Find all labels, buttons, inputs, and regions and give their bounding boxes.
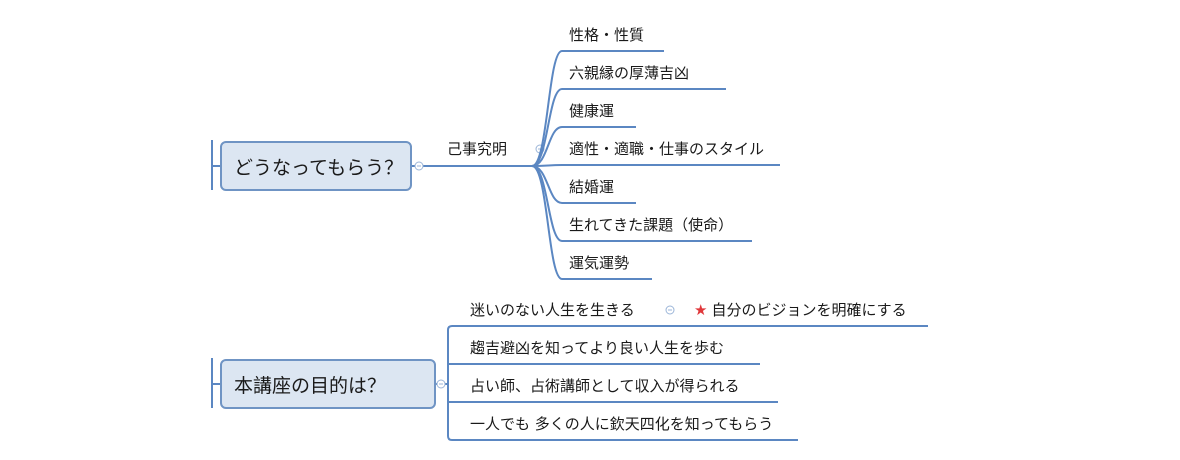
- topic-label: 結婚運: [569, 178, 615, 196]
- root-node-1-label: どうなってもらう？: [234, 156, 404, 179]
- root-node-2-label: 本講座の目的は？: [234, 374, 387, 397]
- topic-item[interactable]: 迷いのない人生を生きる: [470, 301, 635, 319]
- topic-label: 六親縁の厚薄吉凶: [569, 64, 690, 82]
- topic-label: 健康運: [569, 102, 615, 120]
- topic-label: 占い師、占術講師として収入が得られる: [470, 377, 740, 395]
- root-node-1[interactable]: どうなってもらう？: [220, 141, 412, 191]
- topic-item[interactable]: 占い師、占術講師として収入が得られる: [470, 377, 740, 395]
- topic-label: 適性・適職・仕事のスタイル: [569, 140, 765, 158]
- branch-node-jiji-kyumei[interactable]: 己事究明: [447, 140, 507, 158]
- topic-label: 一人でも 多くの人に欽天四化を知ってもらう: [470, 415, 774, 433]
- topic-item[interactable]: 結婚運: [569, 178, 614, 196]
- topic-item[interactable]: 六親縁の厚薄吉凶: [569, 64, 689, 82]
- topic-item[interactable]: 性格・性質: [569, 26, 644, 44]
- branch-label: 己事究明: [447, 140, 508, 158]
- topic-item[interactable]: 生れてきた課題（使命）: [569, 216, 733, 234]
- subtopic-vision[interactable]: ★自分のビジョンを明確にする: [694, 301, 907, 319]
- connector: [531, 50, 563, 167]
- star-icon: ★: [694, 301, 708, 319]
- root-node-2[interactable]: 本講座の目的は？: [220, 359, 436, 409]
- topic-label: 運気運勢: [569, 254, 630, 272]
- topic-item[interactable]: 趨吉避凶を知ってより良い人生を歩む: [470, 339, 724, 357]
- topic-label: 生れてきた課題（使命）: [569, 216, 734, 234]
- topic-label: 趨吉避凶を知ってより良い人生を歩む: [470, 339, 724, 357]
- subtopic-label: 自分のビジョンを明確にする: [711, 301, 907, 319]
- connector: [447, 325, 462, 441]
- topic-item[interactable]: 運気運勢: [569, 254, 629, 272]
- connector: [531, 165, 563, 242]
- topic-label: 迷いのない人生を生きる: [470, 301, 635, 319]
- connector: [531, 165, 563, 280]
- connector: [531, 126, 563, 167]
- topic-item[interactable]: 健康運: [569, 102, 614, 120]
- topic-label: 性格・性質: [569, 26, 645, 44]
- topic-item[interactable]: 一人でも 多くの人に欽天四化を知ってもらう: [470, 415, 773, 433]
- connector: [531, 164, 563, 167]
- topic-item[interactable]: 適性・適職・仕事のスタイル: [569, 140, 764, 158]
- connector: [531, 88, 563, 167]
